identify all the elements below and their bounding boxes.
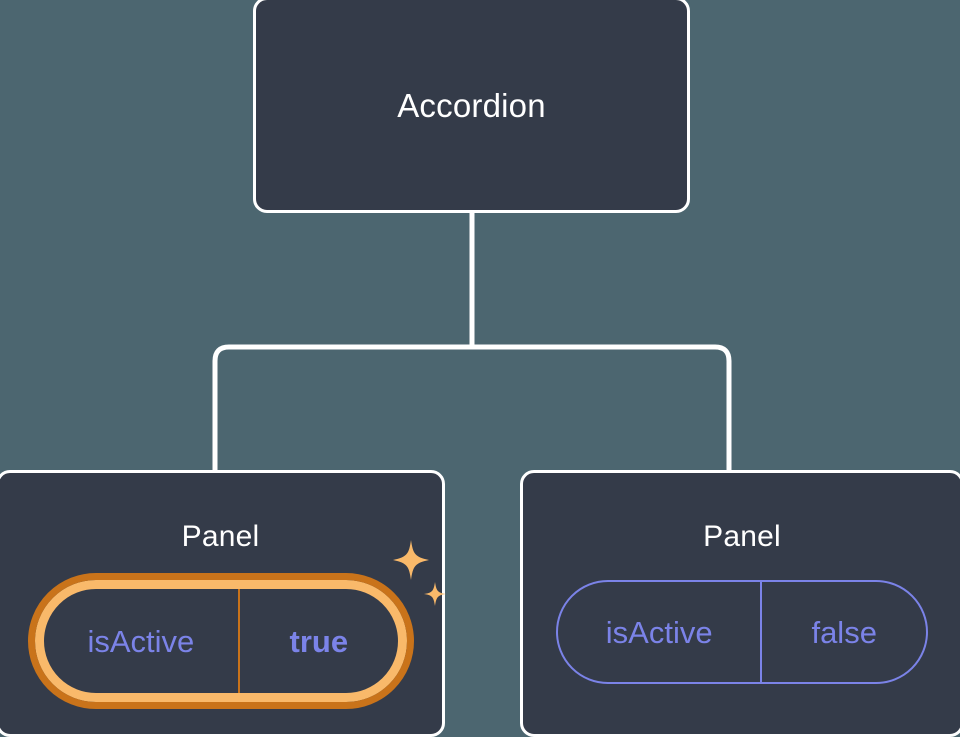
prop-pill-wrapper-inactive: isActive false bbox=[556, 580, 928, 684]
prop-key-label: isActive bbox=[605, 614, 713, 650]
sparkle-group bbox=[392, 540, 446, 606]
prop-pill-isactive-true[interactable]: isActive true bbox=[27, 573, 414, 709]
prop-value-label: true bbox=[289, 623, 349, 659]
node-panel-active-title: Panel bbox=[181, 520, 260, 553]
prop-pill-isactive-false[interactable]: isActive false bbox=[556, 580, 928, 684]
prop-pill-wrapper-active: isActive true bbox=[27, 540, 446, 709]
node-panel-inactive[interactable]: Panel isActive false bbox=[520, 470, 960, 737]
sparkle-large-icon bbox=[392, 540, 429, 580]
node-panel-active[interactable]: Panel isActive true bbox=[0, 470, 446, 737]
prop-key-label: isActive bbox=[87, 623, 195, 659]
edge-branch-bus bbox=[212, 344, 732, 470]
prop-pill-divider bbox=[238, 589, 241, 693]
prop-pill-divider bbox=[760, 582, 763, 682]
prop-value-label: false bbox=[811, 614, 877, 650]
sparkle-small-icon bbox=[423, 582, 446, 606]
node-panel-inactive-title: Panel bbox=[703, 520, 781, 553]
node-accordion[interactable]: Accordion bbox=[253, 0, 690, 213]
node-accordion-title: Accordion bbox=[397, 86, 546, 124]
